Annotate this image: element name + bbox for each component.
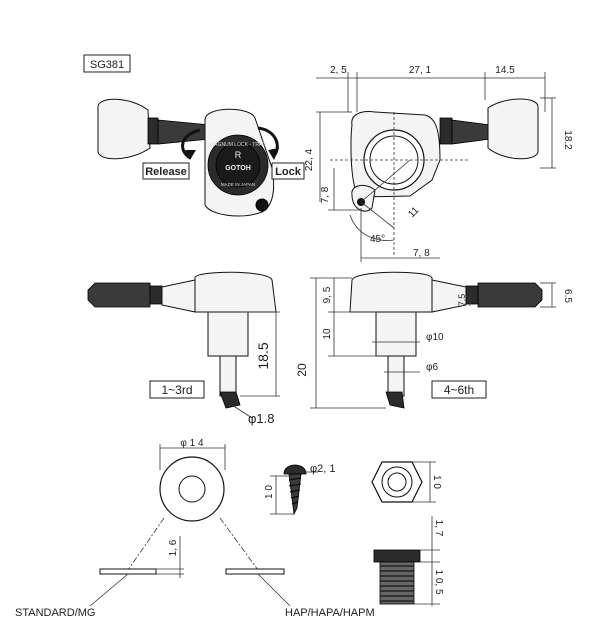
- dim-18-2: 18.2: [562, 130, 573, 150]
- string-post-right: [385, 391, 405, 409]
- dim-7-8-vert: 7, 8: [320, 186, 331, 203]
- brand-line3: MADE IN JAPAN: [221, 182, 255, 187]
- dim-18-5: 18.5: [255, 342, 271, 369]
- brand-line1: MAGNUM LOCK - TRAD: [210, 142, 266, 148]
- bushing-part: 1, 7 1 0, 5: [373, 516, 444, 606]
- washer-inner: [178, 475, 206, 503]
- screw-hole: [255, 198, 269, 212]
- dim-10-side: 10: [322, 328, 333, 340]
- dim-22-4: 22, 4: [304, 148, 315, 171]
- washer-standard: [99, 568, 157, 575]
- nut-part: 1 0: [371, 461, 442, 503]
- tuner-front-view: 2, 5 27, 1 14.5 18.2 22, 4 7, 8 11 45° 7…: [304, 65, 573, 262]
- tuner-side-view-left: 18.5 φ1.8 1~3rd: [87, 271, 280, 426]
- dim-6-5: 6.5: [562, 289, 573, 303]
- washer-hap: [225, 568, 285, 575]
- side-knob-left: [87, 282, 151, 308]
- side-bushing-left: [207, 311, 249, 357]
- dim-phi-6: φ6: [426, 362, 438, 373]
- dim-nut-h: 1 0: [431, 475, 442, 489]
- model-label: SG381: [90, 59, 124, 71]
- dim-screw-len: 1 0: [264, 485, 275, 499]
- dim-11: 11: [406, 205, 421, 220]
- bushing-flange: [373, 549, 421, 563]
- screw-part: 1 0 φ2, 1: [264, 463, 335, 516]
- release-label: Release: [145, 166, 187, 178]
- tuner-knob-right: [487, 98, 539, 160]
- brand-logo: GOTOH: [225, 165, 251, 172]
- model-label-box: SG381: [83, 54, 131, 73]
- string-post-left: [219, 391, 241, 409]
- side-housing-right: [349, 271, 433, 313]
- label-hap: HAP/HAPA/HAPM: [285, 607, 375, 619]
- tuner-knob-left: [97, 98, 151, 160]
- dim-bush-flange: 1, 7: [433, 520, 444, 537]
- dim-20: 20: [295, 363, 309, 377]
- bushing-thread: [379, 561, 415, 605]
- side-bushing-right: [375, 311, 417, 357]
- washer-part: φ 1 4 1, 6 STANDARD/MG HAP/HAPA/HAPM: [15, 438, 375, 619]
- dim-2-5: 2, 5: [330, 65, 347, 76]
- release-arrow: [181, 128, 201, 160]
- tuner-back-view: MAGNUM LOCK - TRAD GOTOH MADE IN JAPAN R…: [97, 98, 305, 217]
- dim-7-5: 7.5: [457, 294, 467, 307]
- tuner-side-view-right: 20 9, 5 10 φ10 φ6 4~6th 7.5 6.5: [295, 271, 573, 409]
- range-left-label: 1~3rd: [161, 383, 192, 397]
- lock-label: Lock: [275, 166, 302, 178]
- label-standard-mg: STANDARD/MG: [15, 607, 95, 619]
- dim-phi-1-8: φ1.8: [248, 411, 275, 426]
- dim-washer-dia: φ 1 4: [180, 438, 204, 449]
- range-right-label: 4~6th: [444, 383, 474, 397]
- side-knob-right: [477, 282, 543, 308]
- dim-7-8-horiz: 7, 8: [413, 248, 430, 259]
- dim-screw-dia: φ2, 1: [310, 463, 335, 475]
- brand-emblem: R: [235, 150, 242, 160]
- dim-bush-len: 1 0, 5: [433, 569, 444, 594]
- dim-45-deg: 45°: [370, 234, 385, 245]
- dim-14-5: 14.5: [495, 65, 515, 76]
- dim-washer-thick: 1, 6: [168, 539, 179, 556]
- knob-collar: [147, 117, 159, 145]
- dim-phi-10: φ10: [426, 332, 444, 343]
- dim-27-1: 27, 1: [409, 65, 432, 76]
- side-housing-left: [194, 271, 277, 313]
- screw-head: [283, 464, 307, 475]
- dim-9-5: 9, 5: [322, 286, 333, 303]
